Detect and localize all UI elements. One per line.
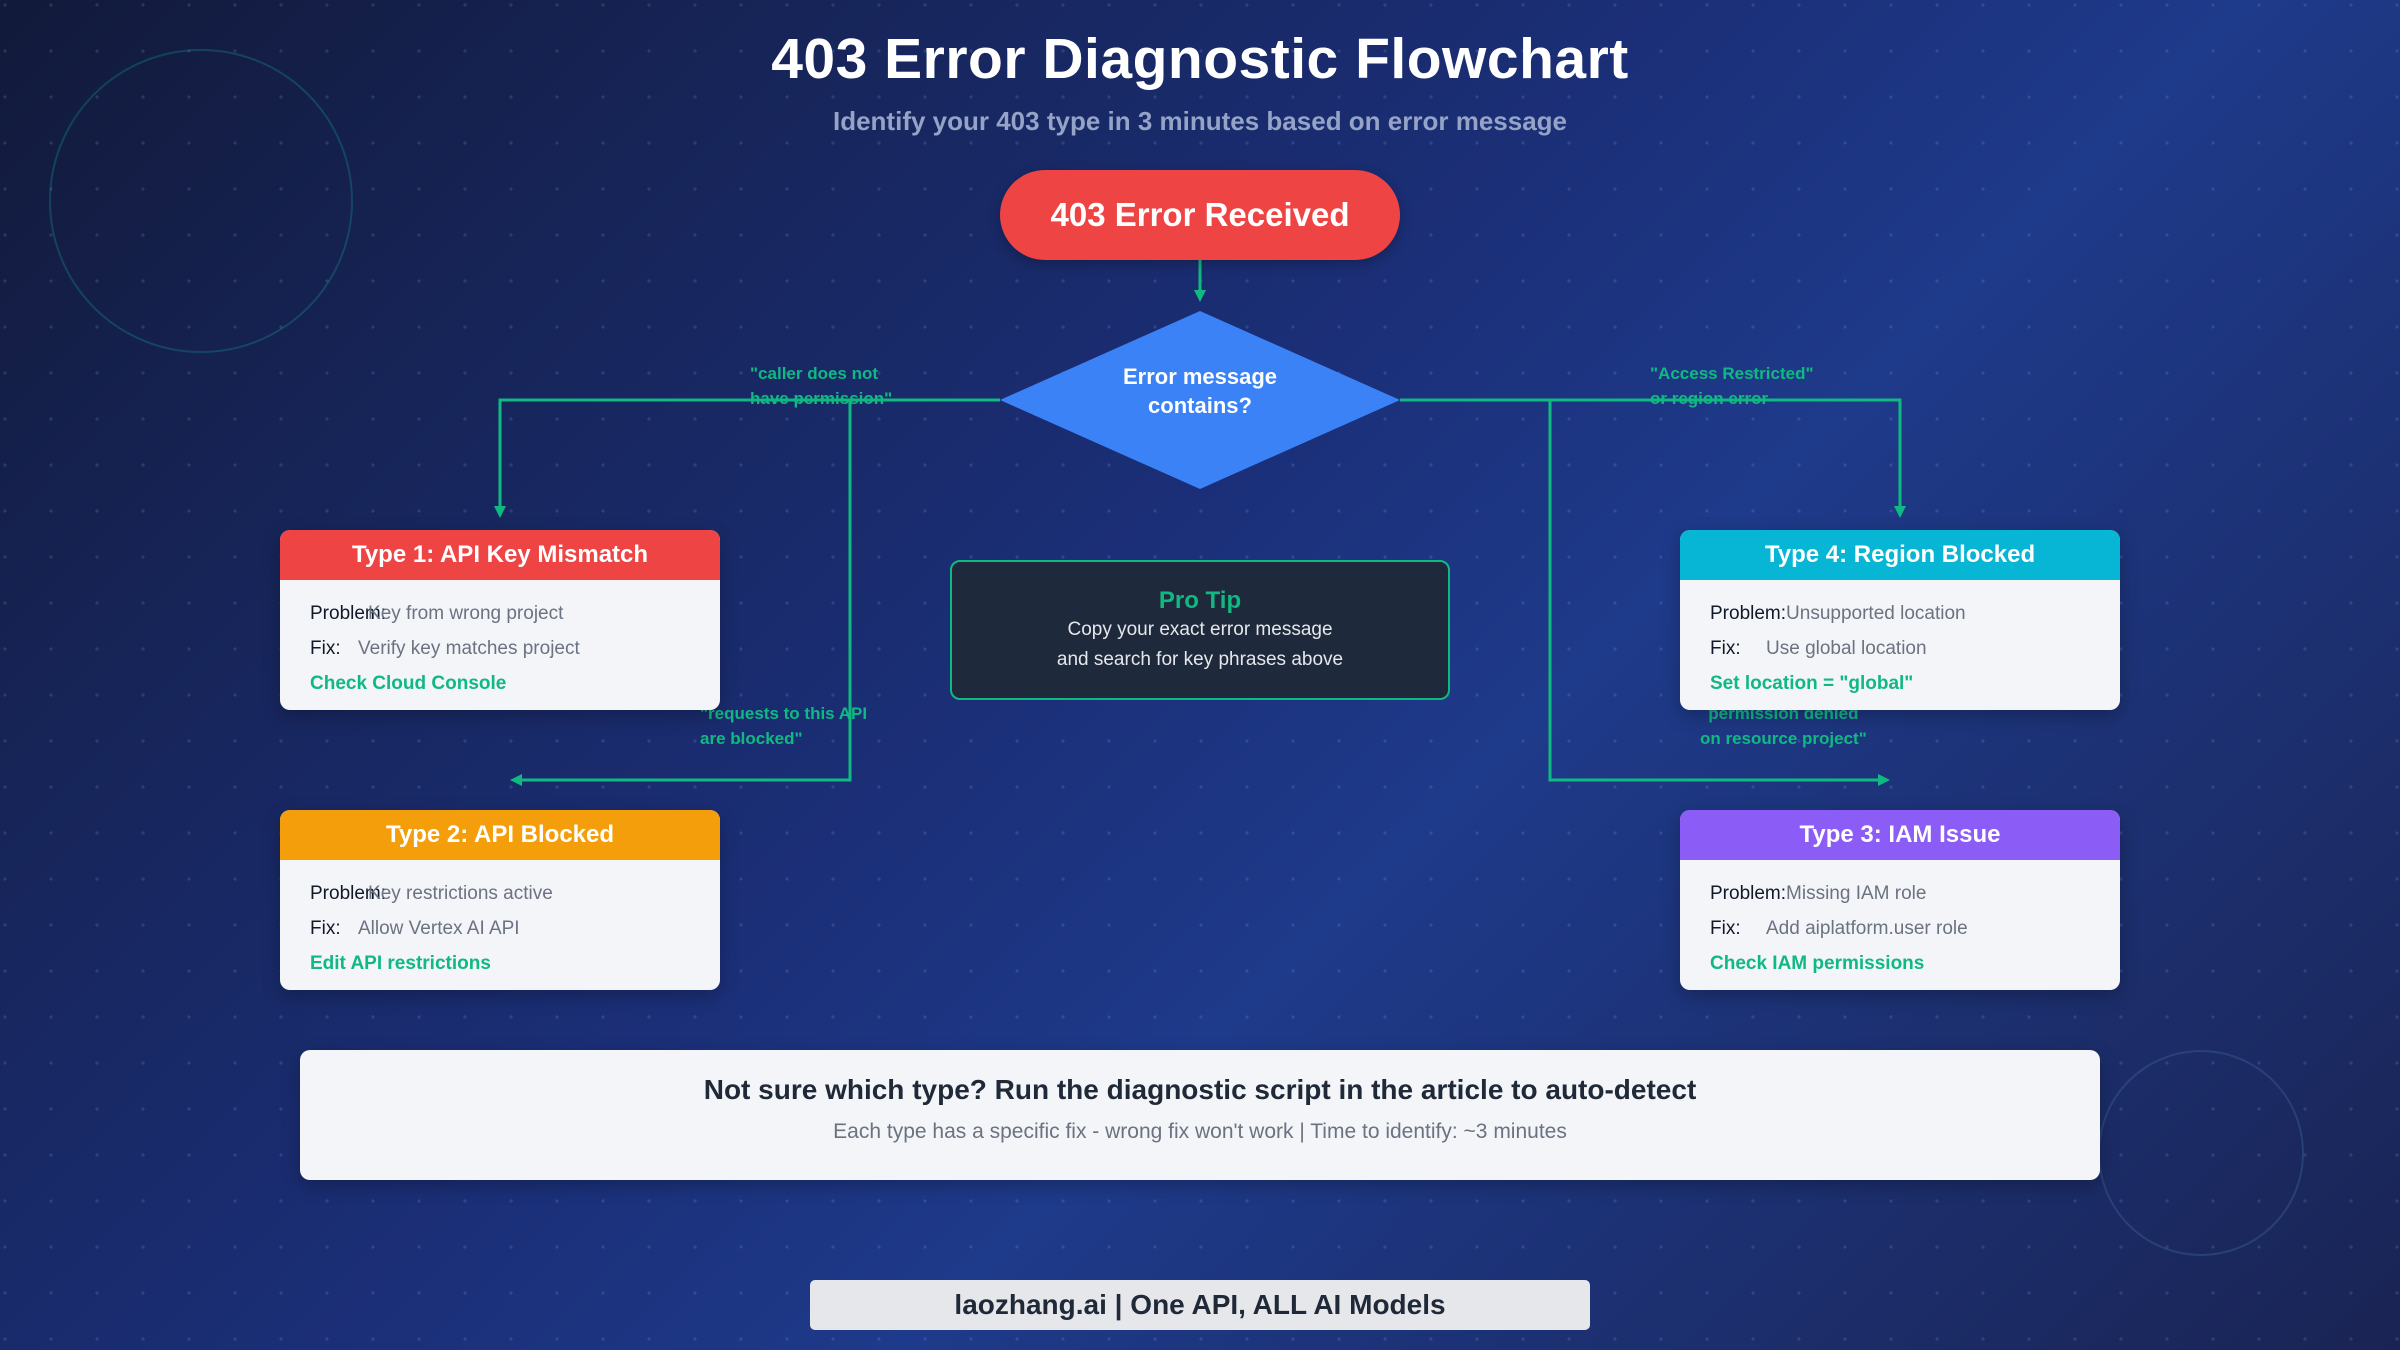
type1-header: Type 1: API Key Mismatch (280, 530, 720, 580)
connector-to-type4 (1400, 398, 1906, 518)
type1-card: Type 1: API Key Mismatch Problem:Key fro… (280, 530, 720, 710)
type2-card: Type 2: API Blocked Problem:Key restrict… (280, 810, 720, 990)
pro-tip-line: and search for key phrases above (1056, 649, 1344, 670)
type2-header: Type 2: API Blocked (280, 810, 720, 860)
decision-label: Error message contains? (1122, 364, 1278, 418)
type4-fix: Fix:Use global location (1710, 638, 1927, 659)
page-subtitle: Identify your 403 type in 3 minutes base… (832, 106, 1568, 136)
pro-tip-title: Pro Tip (1158, 587, 1242, 614)
connector-to-type1 (494, 398, 1000, 518)
start-node: 403 Error Received (1000, 170, 1400, 260)
type4-action-link[interactable]: Set location = "global" (1710, 673, 1914, 694)
type3-problem: Problem:Missing IAM role (1710, 883, 1927, 904)
type4-problem: Problem:Unsupported location (1710, 603, 1966, 624)
type4-header: Type 4: Region Blocked (1680, 530, 2120, 580)
type1-action-link[interactable]: Check Cloud Console (310, 673, 507, 694)
brand-footer: laozhang.ai | One API, ALL AI Models (810, 1280, 1590, 1330)
connector-to-type3 (1548, 400, 1890, 786)
decorative-circle (49, 49, 353, 353)
type2-fix: Fix:Allow Vertex AI API (310, 918, 520, 939)
type1-problem: Problem:Key from wrong project (310, 603, 564, 624)
branch-label-access: "Access Restricted"or region error (1650, 364, 1814, 408)
callout-subtitle: Each type has a specific fix - wrong fix… (833, 1120, 1567, 1143)
type1-fix: Fix:Verify key matches project (310, 638, 580, 659)
type3-card: Type 3: IAM Issue Problem:Missing IAM ro… (1680, 810, 2120, 990)
decision-diamond (1000, 311, 1400, 489)
type3-header: Type 3: IAM Issue (1680, 810, 2120, 860)
type2-action-link[interactable]: Edit API restrictions (310, 953, 491, 974)
type3-fix: Fix:Add aiplatform.user role (1710, 918, 1968, 939)
auto-detect-callout: Not sure which type? Run the diagnostic … (300, 1050, 2100, 1180)
page-title: 403 Error Diagnostic Flowchart (771, 27, 1629, 91)
pro-tip-line: Copy your exact error message (1067, 619, 1333, 640)
type4-card: Type 4: Region Blocked Problem:Unsupport… (1680, 530, 2120, 710)
type3-action-link[interactable]: Check IAM permissions (1710, 953, 1925, 974)
type2-problem: Problem:Key restrictions active (310, 883, 553, 904)
pro-tip-box: Pro Tip Copy your exact error message an… (950, 560, 1450, 700)
connector-to-type2 (510, 400, 852, 786)
callout-title: Not sure which type? Run the diagnostic … (703, 1074, 1697, 1105)
